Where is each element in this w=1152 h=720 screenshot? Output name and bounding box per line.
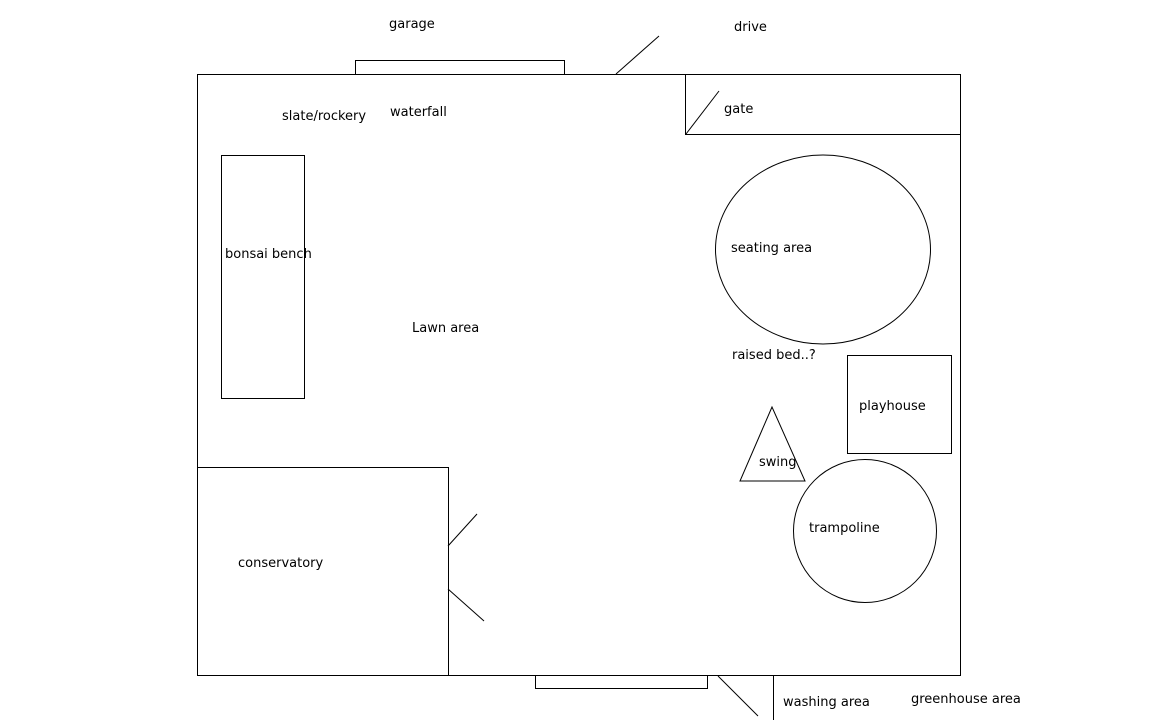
conservatory-label: conservatory — [238, 556, 324, 571]
seating-area-label: seating area — [731, 241, 812, 256]
waterfall-label: waterfall — [390, 105, 447, 120]
gate-swing-line — [685, 90, 720, 135]
lawn-area-label: Lawn area — [412, 321, 479, 336]
washing-area-label: washing area — [783, 695, 870, 710]
swing-label: swing — [759, 455, 797, 470]
greenhouse-area-label: greenhouse area — [911, 692, 1021, 707]
bottom-door-block — [535, 675, 708, 689]
slate-rockery-label: slate/rockery — [282, 109, 366, 124]
playhouse-shape — [847, 355, 952, 454]
washing-area-diagonal — [717, 675, 759, 717]
trampoline-label: trampoline — [809, 521, 880, 536]
raised-bed-label: raised bed..? — [732, 348, 816, 363]
trampoline-shape — [793, 459, 937, 603]
drive-line — [615, 35, 660, 75]
playhouse-label: playhouse — [859, 399, 926, 414]
bonsai-bench-label: bonsai bench — [225, 247, 312, 262]
conservatory-door-top — [447, 513, 478, 547]
swing-shape — [739, 405, 806, 482]
gate-label: gate — [724, 102, 753, 117]
conservatory-door-bottom — [447, 588, 485, 622]
gate-area-box — [685, 74, 961, 135]
garage-label: garage — [389, 17, 435, 32]
garden-boundary — [197, 74, 961, 676]
conservatory-shape — [197, 467, 449, 676]
drive-label: drive — [734, 20, 767, 35]
bonsai-bench-shape — [221, 155, 305, 399]
seating-area-shape — [715, 154, 931, 345]
garage-door-block — [355, 60, 565, 75]
